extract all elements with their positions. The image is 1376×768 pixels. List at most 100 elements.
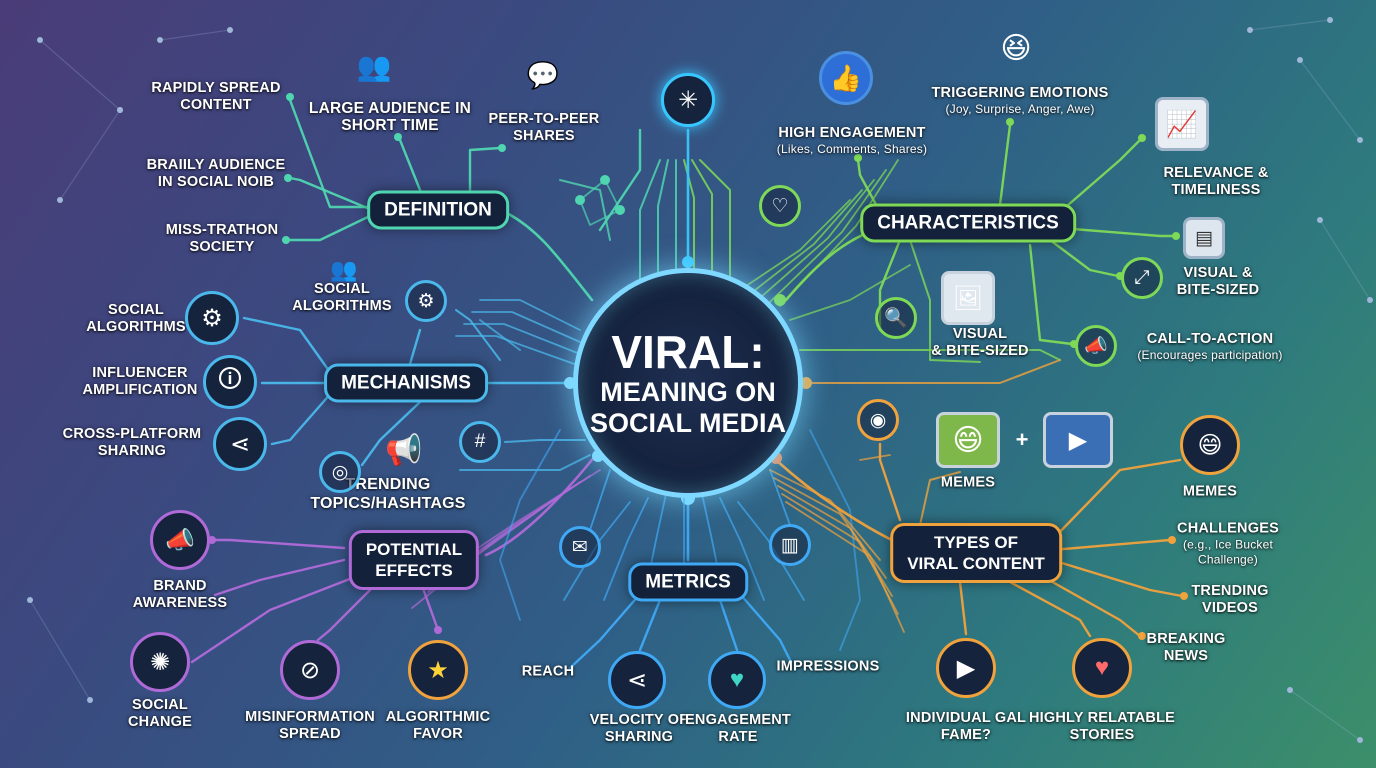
center-title-line2: MEANING ON bbox=[600, 377, 776, 407]
node-top bbox=[682, 256, 694, 268]
hub-mechanisms[interactable]: MECHANISMS bbox=[324, 363, 488, 403]
connector-line bbox=[769, 169, 887, 303]
node-right bbox=[800, 377, 812, 389]
social-change-icon[interactable]: ✺ bbox=[130, 632, 190, 692]
connector-line bbox=[589, 469, 611, 531]
people-circle-icon[interactable]: ⚙ bbox=[405, 280, 447, 322]
chat-bubbles-icon: 💬 bbox=[526, 59, 560, 90]
hub-mechanisms-label: MECHANISMS bbox=[341, 372, 471, 394]
background-network-line bbox=[29, 599, 91, 701]
connector-dot bbox=[600, 175, 610, 185]
leaf-memes-mid: MEMES bbox=[940, 474, 996, 491]
connector-line bbox=[568, 592, 642, 670]
background-network-line bbox=[1319, 219, 1371, 301]
gear-icon[interactable]: ⚙ bbox=[185, 291, 239, 345]
signal-icon[interactable]: ◎ bbox=[319, 451, 361, 493]
background-network-dot bbox=[1317, 217, 1323, 223]
connector-line bbox=[1050, 458, 1182, 542]
star-badge-icon[interactable]: ★ bbox=[408, 640, 468, 700]
connector-line bbox=[1028, 243, 1074, 346]
video-thumbnail-icon: ▶ bbox=[1043, 412, 1113, 468]
connector-dot bbox=[854, 154, 862, 162]
connector-line bbox=[799, 349, 1061, 361]
globe-crossed-icon[interactable]: ⊘ bbox=[280, 640, 340, 700]
connector-line bbox=[699, 159, 731, 281]
head-heart-icon[interactable]: ♥ bbox=[1072, 638, 1132, 698]
camera-icon[interactable]: ◉ bbox=[857, 399, 899, 441]
connector-line bbox=[468, 146, 502, 192]
connector-line bbox=[1050, 558, 1184, 598]
hub-definition-label: DEFINITION bbox=[384, 199, 492, 221]
hub-effects-line2: EFFECTS bbox=[375, 561, 453, 580]
megaphone-purple-icon[interactable]: 📣 bbox=[150, 510, 210, 570]
center-title-line1: VIRAL: bbox=[611, 326, 765, 378]
expand-arrows-icon[interactable]: ⤢ bbox=[1121, 257, 1163, 299]
connector-line bbox=[603, 497, 649, 601]
bar-chart-icon[interactable]: ▥ bbox=[769, 524, 811, 566]
hub-characteristics[interactable]: CHARACTERISTICS bbox=[860, 203, 1076, 243]
thumbs-up-icon: 👍 bbox=[819, 51, 873, 105]
connector-line bbox=[779, 159, 899, 307]
laughing-emoji-icon[interactable]: 😄 bbox=[1180, 415, 1240, 475]
connector-line bbox=[499, 429, 561, 621]
connector-line bbox=[737, 501, 805, 601]
connector-line bbox=[1058, 138, 1142, 214]
person-spotlight-icon[interactable]: 🛈 bbox=[203, 355, 257, 409]
leaf-visual-bite-sized-right: VISUAL &BITE-SIZED bbox=[1176, 265, 1260, 298]
connector-line bbox=[919, 471, 961, 526]
video-icon[interactable]: ▶ bbox=[936, 638, 996, 698]
background-network-dot bbox=[27, 597, 33, 603]
hashtag-icon[interactable]: # bbox=[459, 421, 501, 463]
connector-line bbox=[739, 199, 851, 291]
connector-line bbox=[471, 311, 581, 343]
connector-line bbox=[998, 123, 1012, 207]
background-network-dot bbox=[1357, 737, 1363, 743]
heart-icon[interactable]: ♡ bbox=[759, 185, 801, 227]
connector-line bbox=[769, 469, 881, 561]
connector-dot bbox=[498, 144, 506, 152]
connector-line bbox=[242, 316, 334, 377]
connector-dot bbox=[286, 93, 294, 101]
search-icon[interactable]: 🔍 bbox=[875, 297, 917, 339]
connector-dot bbox=[1138, 632, 1146, 640]
connector-line bbox=[958, 580, 968, 636]
connector-line bbox=[774, 458, 904, 547]
background-network-dot bbox=[87, 697, 93, 703]
network-node-icon[interactable]: ✳ bbox=[661, 73, 715, 127]
connector-line bbox=[286, 213, 374, 242]
hub-definition[interactable]: DEFINITION bbox=[367, 190, 509, 230]
connector-line bbox=[769, 469, 791, 526]
connector-line bbox=[479, 319, 521, 351]
connector-line bbox=[639, 159, 661, 281]
background-network-line bbox=[39, 39, 121, 111]
mail-icon[interactable]: ✉ bbox=[559, 526, 601, 568]
share-icon[interactable]: ⋖ bbox=[213, 417, 267, 471]
share-metrics-icon[interactable]: ⋖ bbox=[608, 651, 666, 709]
connector-dot bbox=[208, 536, 216, 544]
heart-metrics-icon[interactable]: ♥ bbox=[708, 651, 766, 709]
connector-line bbox=[785, 501, 905, 633]
megaphone-orange-icon: 📢 bbox=[385, 433, 423, 467]
connector-line bbox=[288, 176, 374, 212]
connector-dot bbox=[282, 236, 290, 244]
megaphone-icon[interactable]: 📣 bbox=[1075, 325, 1117, 367]
hub-types-line2: VIRAL CONTENT bbox=[907, 554, 1045, 573]
meme-image-icon: 😄 bbox=[936, 412, 1000, 468]
connector-line bbox=[270, 390, 334, 446]
hub-metrics[interactable]: METRICS bbox=[628, 562, 748, 602]
connector-line bbox=[719, 497, 765, 601]
crowd-small-icon: 👥 bbox=[330, 257, 358, 282]
connector-line bbox=[598, 128, 642, 232]
emoji-faces-icon: 😆 bbox=[1000, 31, 1032, 65]
leaf-relevance-timeliness: RELEVANCE &TIMELINESS bbox=[1163, 165, 1269, 198]
connector-dot bbox=[284, 174, 292, 182]
